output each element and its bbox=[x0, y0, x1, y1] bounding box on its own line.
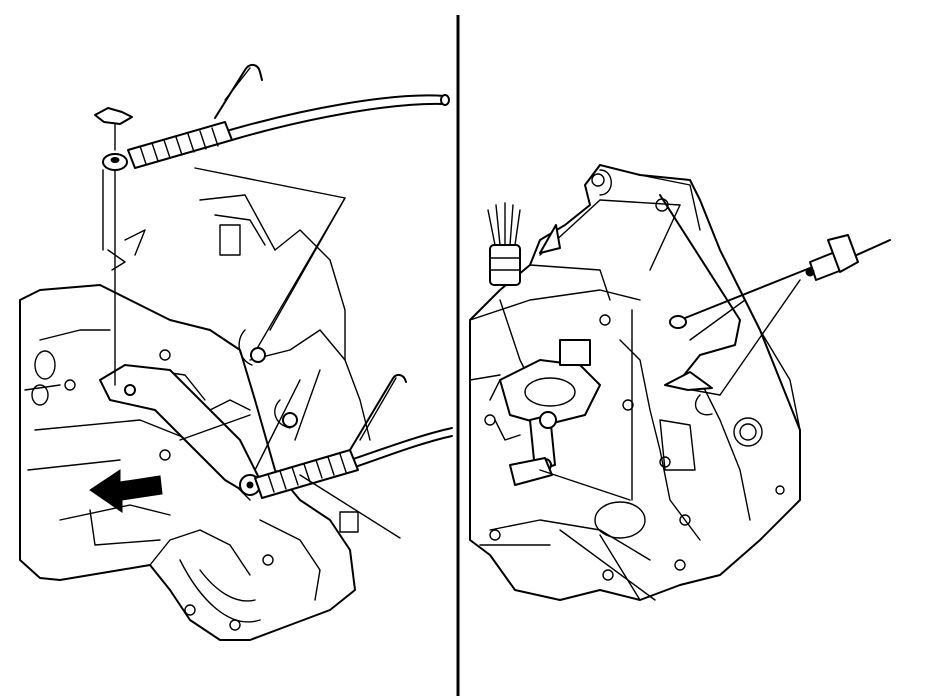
shift-lever-left bbox=[99, 364, 261, 496]
bracket-right bbox=[659, 194, 741, 381]
leader-lines-left bbox=[179, 167, 401, 539]
transaxle-housing-right bbox=[469, 164, 801, 601]
shift-cable-right bbox=[669, 234, 891, 329]
arrow-icon-right bbox=[664, 371, 713, 391]
leader-lines-right bbox=[539, 199, 801, 601]
shift-cable-lower bbox=[254, 374, 453, 499]
retainer-clip-icon bbox=[94, 107, 133, 125]
shift-cable-upper bbox=[94, 94, 450, 386]
left-panel bbox=[19, 64, 453, 641]
transaxle-housing-left bbox=[19, 194, 371, 641]
harness-connector-icon bbox=[487, 202, 521, 286]
right-panel bbox=[469, 164, 891, 601]
shift-lever-right bbox=[489, 339, 601, 486]
bolt-icon bbox=[124, 347, 298, 428]
cable-end-bushing-right bbox=[669, 315, 687, 329]
clip-hook-upper bbox=[214, 64, 263, 119]
arrow-icon bbox=[89, 469, 163, 513]
